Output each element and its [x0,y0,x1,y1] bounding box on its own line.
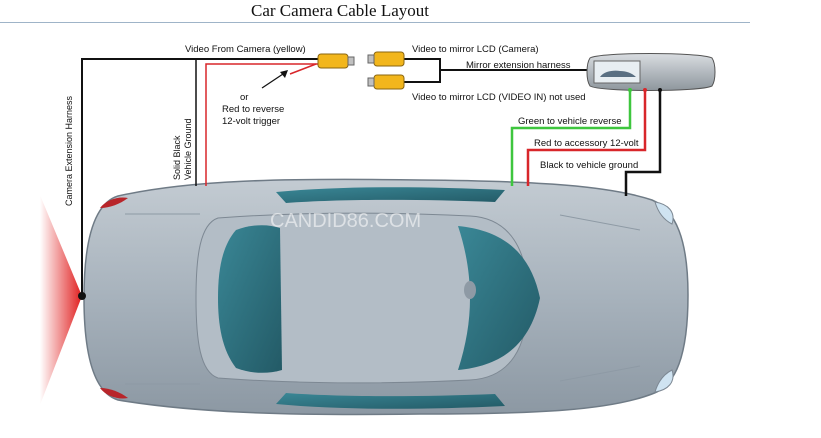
headlight-front-bottom [654,369,674,393]
hood-line-top [559,214,641,231]
label-green-reverse: Green to vehicle reverse [518,116,622,127]
label-or: or [240,92,248,103]
headlight-front-top [654,201,674,225]
rca-connector-video-in [367,74,405,90]
title-rule [0,22,750,23]
mirror-stub [464,281,476,299]
side-window-top [276,187,505,203]
reverse-arrowhead [280,70,288,78]
label-mirror-extension: Mirror extension harness [466,60,571,71]
camera-beam [40,195,82,405]
label-red-reverse-2: 12-volt trigger [222,116,280,127]
label-red-accessory: Red to accessory 12-volt [534,138,639,149]
taillight-rear-top [100,197,128,208]
hood-line-bottom [559,365,641,382]
windshield [458,226,540,370]
wire-mirror-extension [404,58,441,83]
wire-red-accessory [526,90,647,186]
rearview-mirror-monitor [586,53,716,92]
red-short-lead [289,63,317,75]
watermark: CANDID86.COM [270,210,421,232]
taillight-rear-bottom [100,388,128,399]
page-title: Car Camera Cable Layout [251,1,429,20]
label-solid-black-2: Vehicle Ground [183,118,193,180]
rear-window [218,225,282,373]
yellow-rca-connector [317,53,355,69]
label-video-mirror-camera: Video to mirror LCD (Camera) [412,44,539,55]
mirror-screen-car-icon [600,70,636,77]
wire-black-ground [624,90,662,196]
wire-green-reverse [510,90,632,186]
wires [81,58,662,296]
label-solid-black-1: Solid Black [172,135,182,180]
wire-camera-extension [81,58,318,296]
label-red-reverse-1: Red to reverse [222,104,284,115]
camera-junction-dot [78,292,86,300]
wire-red-reverse [205,63,318,186]
rca-connector-camera [367,51,405,67]
label-black-ground: Black to vehicle ground [540,160,638,171]
label-camera-harness: Camera Extension Harness [64,95,74,206]
reverse-arrow [261,71,287,89]
car-top-view [83,178,689,416]
label-video-mirror-video-in: Video to mirror LCD (VIDEO IN) not used [412,92,586,103]
side-window-bottom [276,393,505,409]
label-video-from-camera: Video From Camera (yellow) [185,44,306,55]
